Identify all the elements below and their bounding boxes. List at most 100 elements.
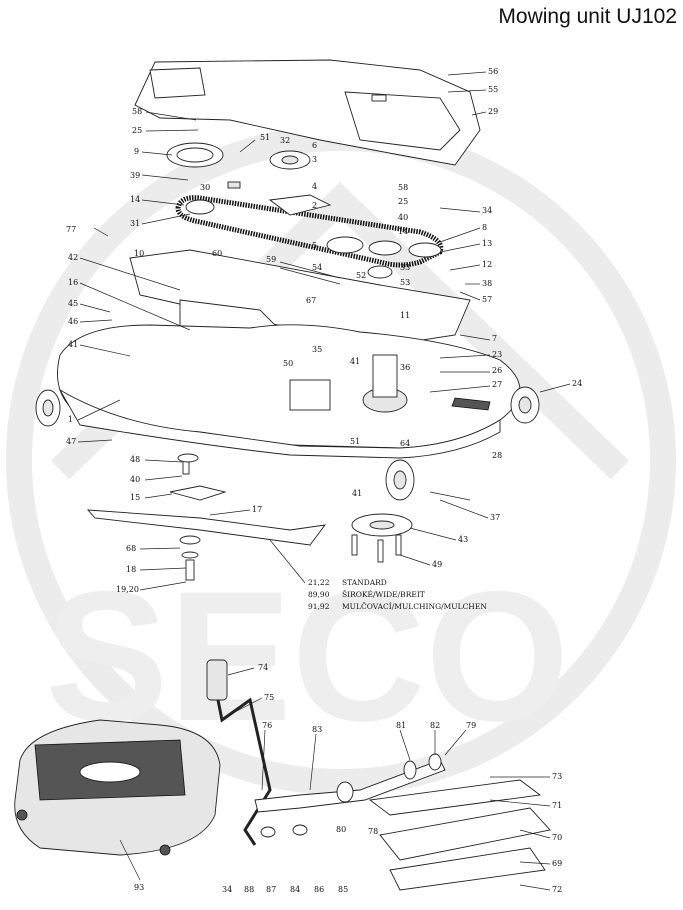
part-label-32: 32	[280, 136, 290, 145]
part-label-85: 85	[338, 885, 348, 894]
part-label-10: 10	[134, 249, 144, 258]
part-label-24: 24	[572, 379, 582, 388]
leader-lines	[77, 71, 571, 891]
part-label-11: 11	[400, 311, 410, 320]
blade-assembly	[86, 453, 413, 581]
part-label-52: 52	[356, 271, 366, 280]
top-cover	[134, 59, 481, 166]
part-label-29: 29	[488, 107, 498, 116]
blade-note-text-1: STANDARD	[342, 578, 387, 587]
part-label-16: 16	[68, 278, 78, 287]
part-label-41c: 41	[352, 489, 362, 498]
part-label-77: 77	[66, 225, 76, 234]
part-label-72: 72	[552, 885, 562, 894]
part-label-55: 55	[488, 85, 498, 94]
blade-note-text-2: ŠIROKÉ/WIDE/BREIT	[342, 590, 425, 599]
part-label-45: 45	[68, 299, 78, 308]
part-label-17: 17	[252, 505, 262, 514]
part-label-30: 30	[200, 183, 210, 192]
part-label-25b: 25	[398, 197, 408, 206]
part-label-56: 56	[488, 67, 498, 76]
part-label-58b: 58	[398, 183, 408, 192]
part-label-43: 43	[458, 535, 468, 544]
part-label-41b: 41	[350, 357, 360, 366]
part-label-36: 36	[400, 363, 410, 372]
part-label-74: 74	[258, 663, 268, 672]
part-label-34: 34	[482, 206, 492, 215]
part-label-3: 3	[312, 155, 317, 164]
part-label-81: 81	[396, 721, 406, 730]
blade-note-codes-2: 89,90	[308, 590, 330, 599]
part-label-5: 5	[312, 241, 317, 250]
part-label-73: 73	[552, 772, 562, 781]
part-label-59: 59	[266, 255, 276, 264]
part-label-42: 42	[68, 253, 78, 262]
pulley-assembly	[166, 142, 444, 279]
part-label-60: 60	[212, 249, 222, 258]
part-label-26: 26	[492, 366, 502, 375]
part-label-12: 12	[482, 260, 492, 269]
part-label-88: 88	[244, 885, 254, 894]
part-label-33: 33	[400, 263, 410, 272]
seco-watermark: SECO	[6, 125, 676, 795]
part-label-68: 68	[126, 544, 136, 553]
mower-deck	[57, 324, 521, 459]
part-label-38: 38	[482, 279, 492, 288]
part-label-1: 1	[68, 415, 73, 424]
part-label-39: 39	[130, 171, 140, 180]
deck-photo	[14, 719, 221, 856]
part-label-2: 2	[312, 201, 317, 210]
part-label-14a: 14	[130, 195, 140, 204]
diagram-title: Mowing unit UJ102	[498, 5, 677, 28]
part-label-79: 79	[466, 721, 476, 730]
part-label-14b: 14	[398, 227, 408, 236]
part-label-9: 9	[134, 147, 139, 156]
part-label-93: 93	[134, 883, 144, 892]
part-label-50: 50	[283, 359, 293, 368]
part-label-51b: 51	[350, 437, 360, 446]
part-label-70: 70	[552, 833, 562, 842]
part-label-23: 23	[492, 350, 502, 359]
part-label-48: 48	[130, 455, 140, 464]
part-label-15: 15	[130, 493, 140, 502]
part-label-47: 47	[66, 437, 76, 446]
part-label-57: 57	[482, 295, 492, 304]
part-label-84: 84	[290, 885, 300, 894]
part-label-4: 4	[312, 182, 317, 191]
part-label-75: 75	[264, 693, 274, 702]
part-label-51: 51	[260, 133, 270, 142]
part-label-69: 69	[552, 859, 562, 868]
blade-note-codes-1: 21,22	[308, 578, 330, 587]
part-label-19-20: 19,20	[116, 585, 139, 594]
part-label-13: 13	[482, 239, 492, 248]
part-label-7: 7	[492, 334, 497, 343]
part-label-82: 82	[430, 721, 440, 730]
lever-assembly	[206, 659, 551, 891]
deck-wheels	[35, 386, 540, 501]
part-label-54: 54	[312, 263, 322, 272]
part-label-6: 6	[312, 141, 317, 150]
part-label-46: 46	[68, 317, 78, 326]
part-label-80: 80	[336, 825, 346, 834]
part-label-67: 67	[306, 296, 316, 305]
part-label-64: 64	[400, 439, 410, 448]
part-label-76: 76	[262, 721, 272, 730]
part-label-87: 87	[266, 885, 276, 894]
part-label-27: 27	[492, 380, 502, 389]
part-label-8: 8	[482, 223, 487, 232]
part-label-53: 53	[400, 278, 410, 287]
part-label-49: 49	[432, 560, 442, 569]
part-label-18: 18	[126, 565, 136, 574]
part-label-78: 78	[368, 827, 378, 836]
part-labels: 56 55 29 58 25 51 32 6 9 3 39 30 4 14 2 …	[66, 67, 582, 894]
part-label-35: 35	[312, 345, 322, 354]
part-label-40a: 40	[398, 213, 408, 222]
blade-notes: 21,22 STANDARD 89,90 ŠIROKÉ/WIDE/BREIT 9…	[308, 578, 487, 611]
blade-note-codes-3: 91,92	[308, 602, 330, 611]
part-label-41a: 41	[68, 340, 78, 349]
part-label-71: 71	[552, 801, 562, 810]
part-label-34b: 34	[222, 885, 232, 894]
part-label-37: 37	[490, 513, 500, 522]
blade-note-text-3: MULČOVACÍ/MULCHING/MULCHEN	[342, 602, 487, 611]
part-label-40b: 40	[130, 475, 140, 484]
